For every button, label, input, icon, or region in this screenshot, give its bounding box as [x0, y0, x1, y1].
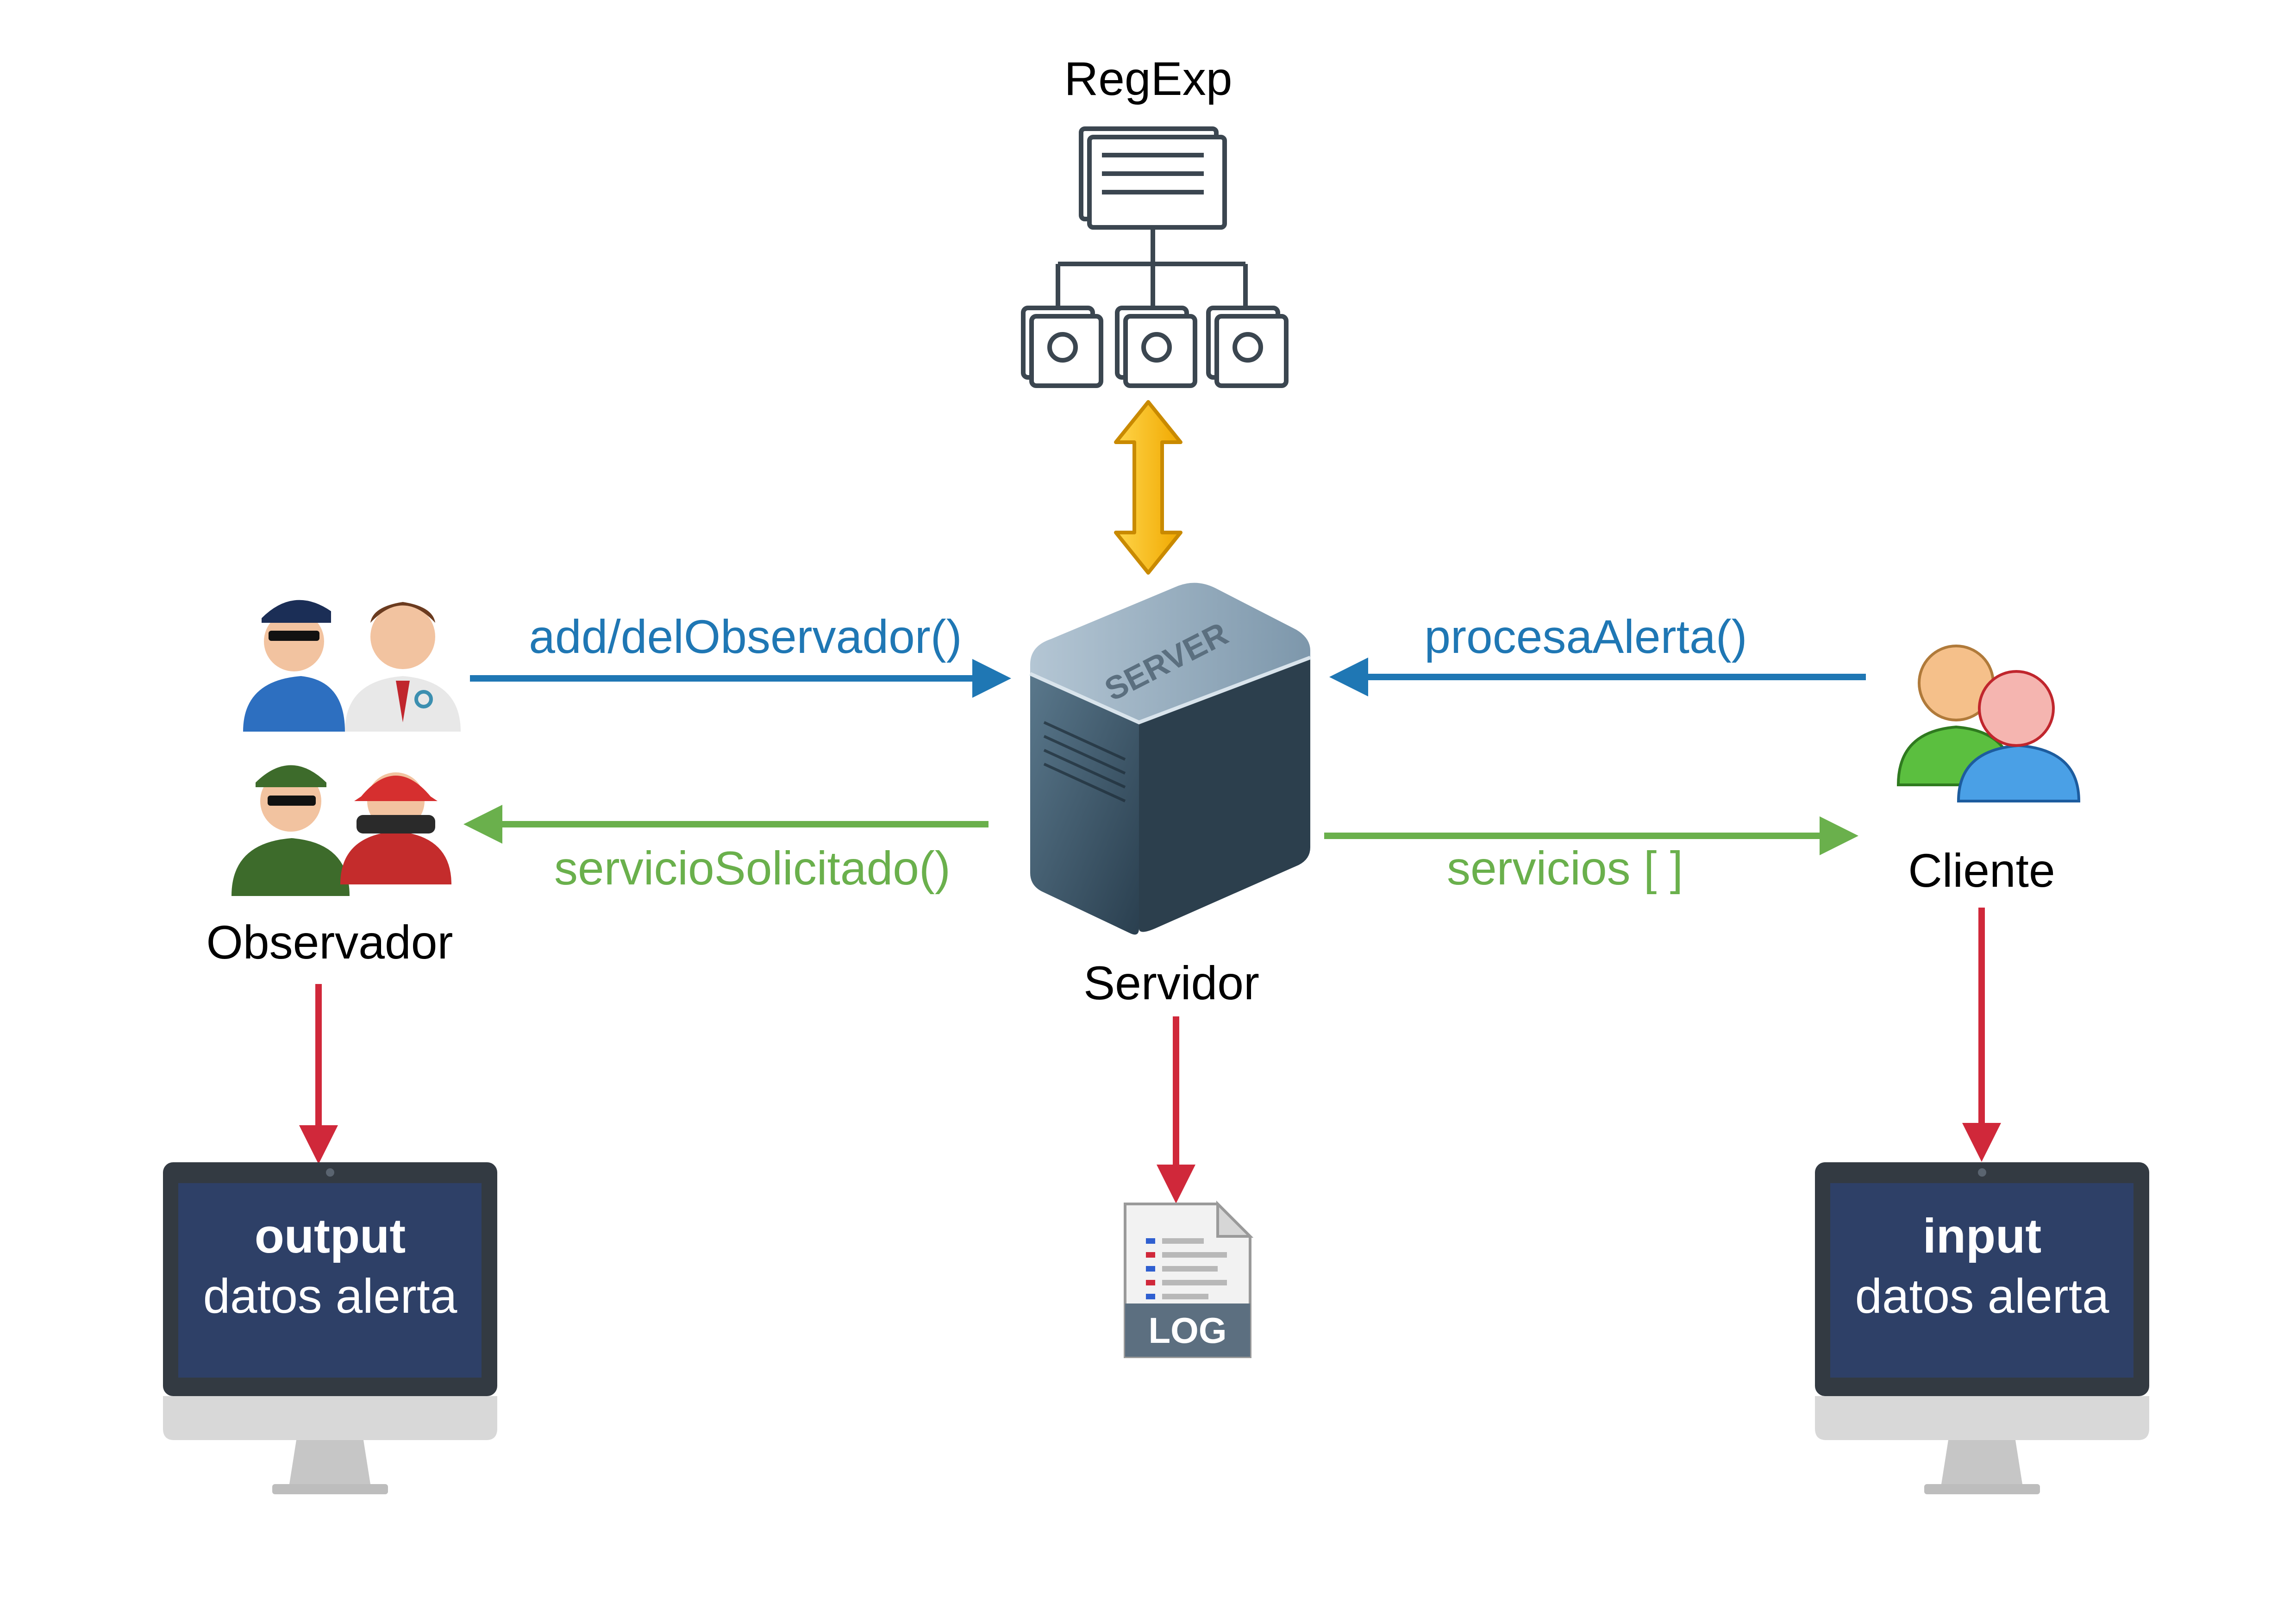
monitor-icon	[163, 1162, 497, 1494]
servidor-label: Servidor	[1083, 957, 1259, 1009]
input-monitor: input datos alerta	[1815, 1162, 2149, 1494]
servicios-label: servicios [ ]	[1447, 842, 1683, 895]
add-del-label: add/delObservador()	[529, 610, 962, 663]
firefighter-icon	[340, 772, 451, 884]
server-icon: SERVER	[1029, 583, 1311, 935]
users-icon	[1896, 645, 2081, 802]
monitor-icon	[1815, 1162, 2149, 1494]
regexp-server-arrow	[1114, 400, 1182, 575]
input-monitor-subtitle: datos alerta	[1855, 1269, 2109, 1323]
cliente-label: Cliente	[1908, 844, 2055, 897]
doctor-icon	[345, 602, 461, 732]
log-text: LOG	[1149, 1310, 1227, 1351]
regexp-label: RegExp	[1064, 52, 1232, 105]
observador-label: Observador	[206, 916, 453, 969]
servicio-solicitado-label: servicioSolicitado()	[554, 842, 951, 895]
procesa-alerta-label: procesaAlerta()	[1424, 610, 1747, 663]
police-icon	[243, 600, 345, 732]
observador-icons	[231, 600, 461, 896]
output-monitor: output datos alerta	[163, 1162, 497, 1494]
hierarchy-icon	[1021, 126, 1289, 388]
output-monitor-subtitle: datos alerta	[203, 1269, 457, 1323]
log-file-icon: LOG	[1124, 1200, 1254, 1358]
output-monitor-title: output	[255, 1209, 406, 1263]
input-monitor-title: input	[1923, 1209, 2042, 1263]
soldier-icon	[231, 765, 350, 896]
